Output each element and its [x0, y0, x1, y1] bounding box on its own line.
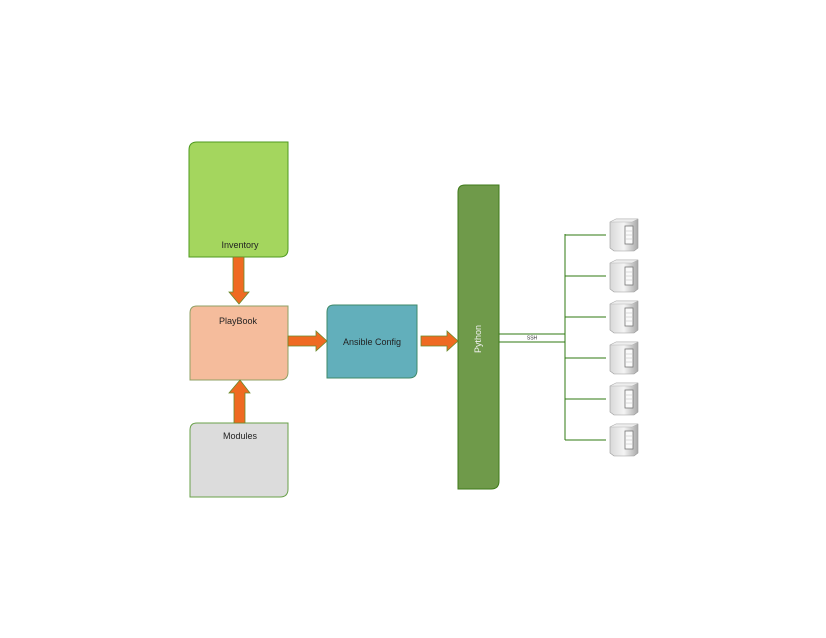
playbook-label: PlayBook [219, 316, 258, 326]
arrow-modules-to-playbook [228, 379, 251, 424]
server-icon [609, 341, 639, 375]
ssh-connection [499, 234, 606, 441]
inventory-label: Inventory [221, 240, 259, 250]
server-icon [609, 382, 639, 416]
modules-label: Modules [223, 431, 258, 441]
modules-box: Modules [189, 422, 289, 498]
server-icon [609, 218, 639, 252]
arrow-playbook-to-config [287, 330, 328, 352]
ansible-config-box: Ansible Config [326, 304, 418, 379]
server-icon [609, 423, 639, 457]
inventory-box: Inventory [188, 141, 289, 258]
python-bar: Python [457, 184, 500, 490]
server-icon [609, 300, 639, 334]
ansible-config-label: Ansible Config [343, 337, 401, 347]
playbook-box: PlayBook [189, 305, 289, 381]
server-icon [609, 259, 639, 293]
arrow-config-to-python [420, 330, 459, 352]
ssh-label: SSH [527, 336, 538, 342]
python-label: Python [473, 325, 483, 353]
arrow-inventory-to-playbook [228, 256, 250, 305]
